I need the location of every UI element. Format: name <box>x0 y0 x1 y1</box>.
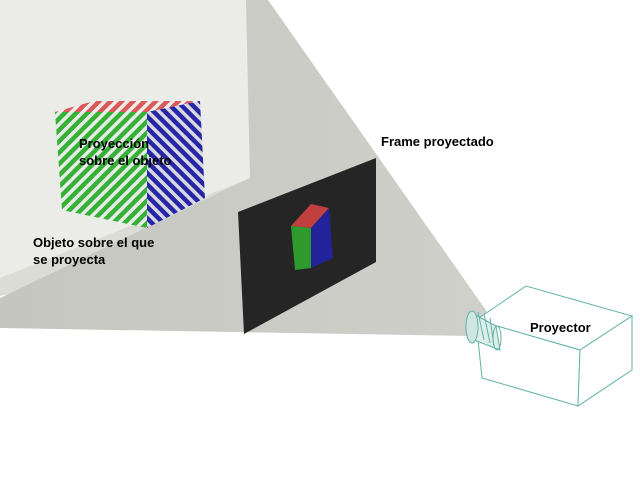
cube-right-face <box>147 101 205 228</box>
projector-body-end <box>577 315 633 407</box>
object-label: Objeto sobre el que se proyecta <box>33 235 155 267</box>
mini-cube-top <box>291 204 329 228</box>
projection-on-object-label: Proyección sobre el objeto <box>79 136 172 168</box>
cube-top-face <box>55 101 200 112</box>
mini-cube-left <box>291 226 311 270</box>
cube-left-face <box>55 112 147 228</box>
mini-cube-right <box>311 208 333 268</box>
projected-frame-label: Frame proyectado <box>381 134 494 149</box>
projector <box>465 285 634 407</box>
projected-frame <box>238 158 376 334</box>
projector-label: Proyector <box>530 320 591 335</box>
projector-lens <box>465 310 502 351</box>
striped-cube <box>55 101 205 228</box>
